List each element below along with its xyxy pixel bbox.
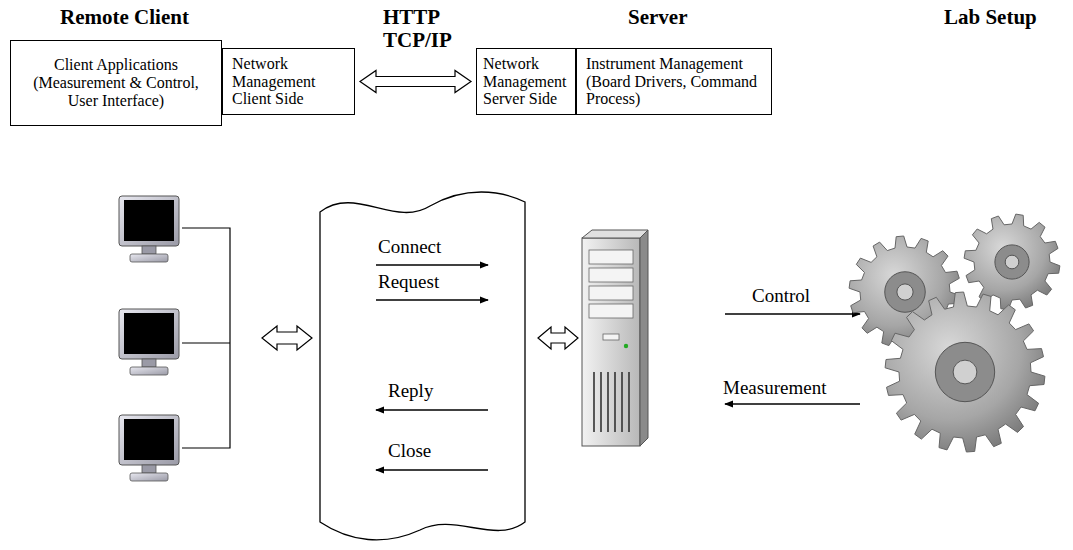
box-text: Network Management Client Side [232, 55, 345, 109]
gear-axle [953, 360, 977, 384]
gear-hub [885, 272, 926, 313]
vent-stroke [593, 372, 595, 432]
gear-axle [897, 284, 913, 300]
double-arrow-connector [360, 71, 471, 93]
section-heading: HTTP [383, 6, 440, 29]
gear-hub [995, 245, 1029, 279]
client-bracket [182, 228, 230, 448]
client-monitor [119, 196, 179, 262]
vent-stroke [614, 372, 616, 432]
vent-stroke [600, 372, 602, 432]
double-arrow [538, 327, 578, 349]
gear-hub [935, 342, 994, 401]
server-tower [582, 230, 648, 446]
vent-stroke [621, 372, 623, 432]
message-label: Request [378, 272, 439, 293]
box-text: Instrument Management (Board Drivers, Co… [586, 55, 762, 109]
section-heading: Remote Client [60, 6, 189, 29]
message-label: Connect [378, 237, 441, 258]
network-box: Network Management Client Side [222, 48, 355, 115]
section-heading: Server [628, 6, 687, 29]
application-box: Client Applications (Measurement & Contr… [10, 40, 222, 126]
double-arrow [262, 326, 312, 350]
network-scroll [320, 192, 525, 540]
box-text: Client Applications (Measurement & Contr… [23, 56, 209, 110]
gear [885, 292, 1045, 452]
section-heading: TCP/IP [383, 29, 452, 52]
message-label: Reply [388, 381, 433, 402]
instrument-box: Instrument Management (Board Drivers, Co… [576, 48, 772, 115]
client-monitor [119, 309, 179, 375]
box-text: Network Management Server Side [483, 55, 569, 109]
network-box: Network Management Server Side [476, 48, 576, 115]
message-label: Measurement [723, 378, 826, 399]
section-heading: Lab Setup [944, 6, 1037, 29]
gear-axle [1005, 255, 1019, 269]
client-monitor [119, 415, 179, 481]
lab-gears [849, 214, 1060, 452]
message-label: Control [752, 286, 810, 307]
vent-stroke [607, 372, 609, 432]
vent-stroke [628, 372, 630, 432]
message-label: Close [388, 441, 431, 462]
gear [964, 214, 1060, 310]
